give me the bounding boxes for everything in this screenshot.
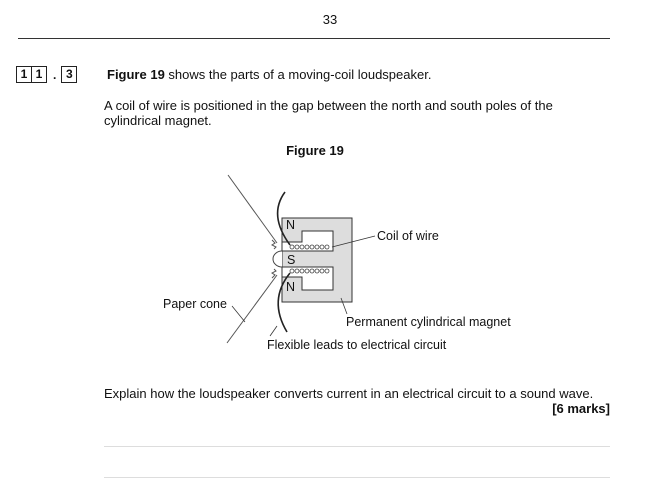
magnet-label: Permanent cylindrical magnet bbox=[346, 315, 511, 329]
answer-line[interactable] bbox=[104, 477, 610, 478]
coil-icon bbox=[289, 244, 330, 274]
paper-cone bbox=[226, 174, 278, 344]
question-intro: Figure 19 shows the parts of a moving-co… bbox=[107, 67, 431, 82]
dome bbox=[272, 250, 283, 268]
marks: [6 marks] bbox=[552, 401, 610, 416]
question-context: A coil of wire is positioned in the gap … bbox=[104, 98, 553, 128]
page-number: 33 bbox=[322, 12, 338, 27]
answer-line[interactable] bbox=[104, 446, 610, 447]
leads-label: Flexible leads to electrical circuit bbox=[267, 338, 447, 352]
coil-label: Coil of wire bbox=[377, 229, 439, 243]
figure-title: Figure 19 bbox=[286, 143, 344, 158]
cone-label: Paper cone bbox=[163, 297, 227, 311]
flexible-leads bbox=[276, 191, 291, 333]
south-label: S bbox=[287, 253, 295, 267]
figure-ref: Figure 19 bbox=[107, 67, 165, 82]
header-rule bbox=[18, 38, 610, 39]
north-label: N bbox=[286, 218, 295, 232]
question-task: Explain how the loudspeaker converts cur… bbox=[104, 386, 594, 401]
north-label: N bbox=[286, 280, 295, 294]
magnet bbox=[281, 217, 353, 303]
question-digit: 3 bbox=[61, 66, 78, 83]
question-number: 1 1 . 3 bbox=[16, 66, 78, 83]
question-digit: 1 bbox=[31, 66, 47, 83]
intro-text: shows the parts of a moving-coil loudspe… bbox=[164, 67, 432, 82]
